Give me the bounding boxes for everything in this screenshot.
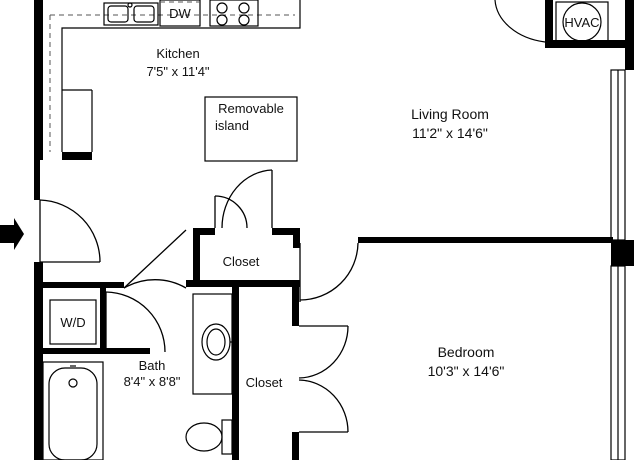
hvac-label: HVAC — [564, 15, 599, 30]
living-room-name: Living Room — [411, 106, 489, 122]
island-label-line2: island — [215, 118, 249, 133]
bedroom-dims: 10'3" x 14'6" — [428, 363, 505, 379]
right-wall-mid — [611, 240, 634, 266]
lower-closet-right-wall-bottom — [292, 432, 299, 460]
left-exterior-wall-lower — [34, 262, 43, 460]
laundry-door — [105, 291, 166, 354]
bedroom-door — [299, 242, 359, 302]
bath-door — [123, 229, 187, 289]
kitchen-name: Kitchen — [156, 46, 199, 61]
living-room-dims: 11'2" x 14'6" — [412, 125, 488, 141]
kitchen-dims: 7'5" x 11'4" — [146, 64, 209, 79]
bathroom-vanity — [192, 293, 236, 395]
bathtub — [42, 361, 104, 460]
left-exterior-wall-middle — [34, 160, 40, 200]
hvac-wall-segment — [545, 40, 633, 48]
bath-closet-wall — [232, 286, 239, 460]
upper-closet-top-wall — [193, 228, 215, 235]
bath-dims: 8'4" x 8'8" — [124, 374, 181, 389]
left-exterior-wall-upper — [34, 0, 43, 160]
washer-dryer-label: W/D — [60, 315, 85, 330]
upper-closet-left-wall — [193, 228, 200, 286]
bedroom-name: Bedroom — [438, 344, 495, 360]
hvac-unit — [494, 0, 609, 43]
upper-closet-right-wall — [293, 228, 300, 248]
hvac-wall-vertical — [545, 0, 553, 48]
toilet — [185, 419, 233, 455]
window-upper — [610, 69, 626, 241]
right-exterior-wall-top — [625, 0, 634, 70]
living-bedroom-wall — [358, 237, 613, 243]
stove — [209, 0, 259, 27]
upper-closet-top-wall-right — [272, 228, 300, 235]
upper-closet-label: Closet — [223, 254, 260, 269]
dishwasher-label: DW — [169, 6, 191, 21]
upper-closet-door — [214, 169, 273, 229]
lower-closet-door — [298, 325, 349, 433]
upper-closet-bottom-wall — [186, 280, 300, 287]
laundry-top-wall — [34, 282, 124, 288]
laundry-bottom-wall — [43, 348, 150, 354]
bath-name: Bath — [139, 358, 166, 373]
kitchen-short-wall — [62, 152, 92, 160]
removable-island — [204, 96, 298, 162]
entry-door — [39, 199, 101, 263]
washer-dryer — [49, 299, 97, 345]
dishwasher — [159, 0, 201, 27]
kitchen-sink — [103, 2, 159, 26]
lower-closet-label: Closet — [246, 375, 283, 390]
lower-closet-right-wall-top — [292, 286, 299, 326]
laundry-right-wall — [100, 288, 106, 348]
window-lower — [610, 265, 626, 460]
entry-arrow-icon — [0, 218, 24, 250]
island-label-line1: Removable — [218, 101, 284, 116]
